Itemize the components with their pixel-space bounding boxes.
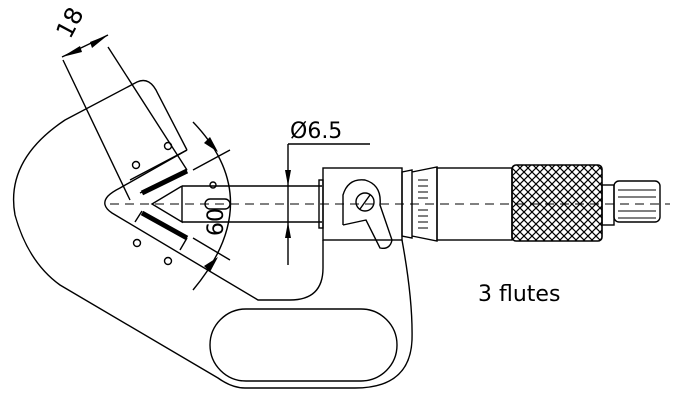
lower-flute-bar	[140, 210, 189, 241]
diameter-leader	[287, 143, 370, 265]
arrowhead	[285, 170, 291, 186]
arrowhead	[204, 137, 218, 152]
screw-hole	[132, 238, 142, 248]
knurled-thimble[interactable]	[511, 164, 603, 242]
upper-anvil	[62, 46, 188, 201]
screw-slot	[359, 194, 371, 210]
arrowhead	[90, 35, 108, 48]
lock-lever	[342, 179, 393, 250]
diameter-label: Ø6.5	[290, 119, 342, 144]
spindle	[150, 185, 322, 224]
width-dimension-label: 18	[51, 3, 90, 43]
screw-hole	[209, 181, 217, 189]
grip-cutout	[209, 308, 398, 382]
upper-flute-bar	[140, 168, 189, 196]
ratchet-stop[interactable]	[613, 180, 661, 223]
screw-hole	[131, 160, 141, 170]
screw-hole	[163, 256, 173, 266]
ratchet-ridges	[618, 189, 656, 219]
lock-screw	[355, 192, 375, 212]
arrowhead	[285, 222, 291, 238]
frame-head	[322, 167, 403, 241]
lower-anvil	[134, 149, 231, 261]
frame-outline	[12, 79, 413, 389]
neck	[601, 184, 615, 226]
screw-hole	[163, 141, 173, 151]
arrowhead	[62, 46, 82, 57]
arrowhead	[204, 257, 218, 272]
flutes-caption: 3 flutes	[478, 282, 561, 307]
graduation-ticks	[418, 179, 428, 229]
